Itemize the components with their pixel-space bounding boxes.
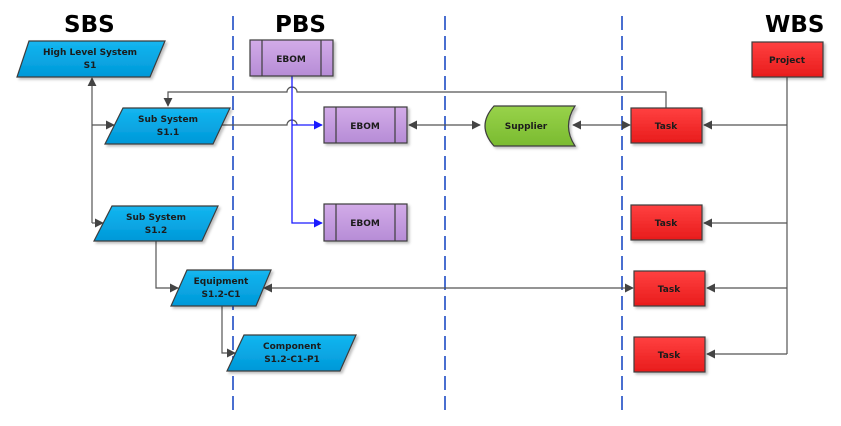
connector-ebom-top-to-ebom-low (291, 76, 323, 228)
pbs-ebom-low[interactable]: EBOM (323, 203, 408, 242)
supplier-node[interactable]: Supplier (484, 105, 577, 147)
wbs-task-3[interactable]: Task (633, 270, 706, 307)
connector-s12-to-equipment (155, 241, 179, 293)
sub-system-s1-2-id: S1.2 (145, 226, 167, 236)
sbs-equipment[interactable]: Equipment S1.2-C1 (170, 269, 272, 307)
wbs-task-1[interactable]: Task (630, 107, 703, 144)
ebom-low-label: EBOM (350, 219, 380, 229)
wbs-task-4[interactable]: Task (633, 336, 706, 373)
high-level-system-id: S1 (84, 61, 97, 71)
connector-task-to-s11-feedback (163, 86, 667, 108)
equipment-id: S1.2-C1 (201, 290, 240, 300)
task-2-label: Task (655, 219, 678, 229)
task-3-label: Task (658, 285, 681, 295)
wbs-task-2[interactable]: Task (630, 204, 703, 241)
sub-system-s1-1-id: S1.1 (157, 128, 179, 138)
wbs-project[interactable]: Project (751, 41, 824, 78)
connector-equipment-to-component (221, 306, 236, 358)
task-1-label: Task (655, 122, 678, 132)
heading-pbs: PBS (275, 12, 326, 38)
project-label: Project (769, 56, 806, 66)
sbs-sub-system-s1-2[interactable]: Sub System S1.2 (93, 205, 219, 242)
sub-system-s1-2-name: Sub System (126, 213, 186, 223)
heading-wbs: WBS (765, 12, 824, 38)
sub-system-s1-1-name: Sub System (138, 115, 198, 125)
sbs-component[interactable]: Component S1.2-C1-P1 (226, 334, 357, 372)
equipment-name: Equipment (194, 277, 249, 287)
connector-s11-to-ebom (213, 119, 298, 126)
ebom-top-label: EBOM (276, 55, 306, 65)
task-4-label: Task (658, 351, 681, 361)
supplier-label: Supplier (505, 122, 548, 132)
high-level-system-name: High Level System (43, 48, 137, 58)
component-name: Component (263, 342, 322, 352)
pbs-ebom-top[interactable]: EBOM (249, 39, 334, 77)
sbs-high-level-system[interactable]: High Level System S1 (16, 40, 166, 78)
sbs-sub-system-s1-1[interactable]: Sub System S1.1 (104, 107, 231, 145)
component-id: S1.2-C1-P1 (264, 355, 320, 365)
heading-sbs: SBS (64, 12, 115, 38)
ebom-mid-label: EBOM (350, 122, 380, 132)
pbs-ebom-mid[interactable]: EBOM (323, 106, 408, 144)
